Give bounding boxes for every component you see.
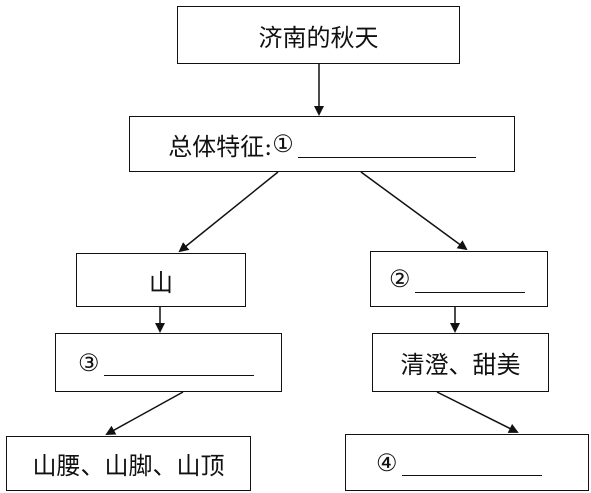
- blank4-line: [401, 449, 542, 476]
- blank3-marker: ③: [78, 348, 100, 377]
- arrow-feature-to-mountain: [178, 171, 279, 253]
- mountain-box: 山: [76, 253, 246, 307]
- arrow-blank3-to-parts: [105, 391, 184, 435]
- blank4-marker: ④: [376, 448, 398, 477]
- arrow-water-to-blank4: [436, 391, 519, 433]
- mountain-parts-box: 山腰、山脚、山顶: [6, 436, 251, 491]
- title-text: 济南的秋天: [258, 23, 379, 52]
- blank2-line: [414, 266, 525, 293]
- blank2-box: ②: [370, 251, 548, 307]
- blank3-box: ③: [55, 333, 282, 392]
- water-label: 清澄、甜美: [400, 351, 521, 379]
- feature-marker: ①: [272, 130, 294, 158]
- feature-blank: [297, 131, 476, 158]
- title-box: 济南的秋天: [177, 6, 460, 64]
- mountain-parts-label: 山腰、山脚、山顶: [32, 452, 225, 480]
- mountain-label: 山: [149, 268, 173, 297]
- feature-label: 总体特征:: [168, 132, 273, 161]
- water-box: 清澄、甜美: [372, 333, 549, 392]
- blank4-box: ④: [345, 434, 589, 491]
- feature-box: 总体特征: ①: [129, 116, 515, 172]
- arrow-feature-to-blank2: [360, 171, 468, 251]
- blank3-line: [103, 349, 254, 376]
- blank2-marker: ②: [389, 265, 411, 293]
